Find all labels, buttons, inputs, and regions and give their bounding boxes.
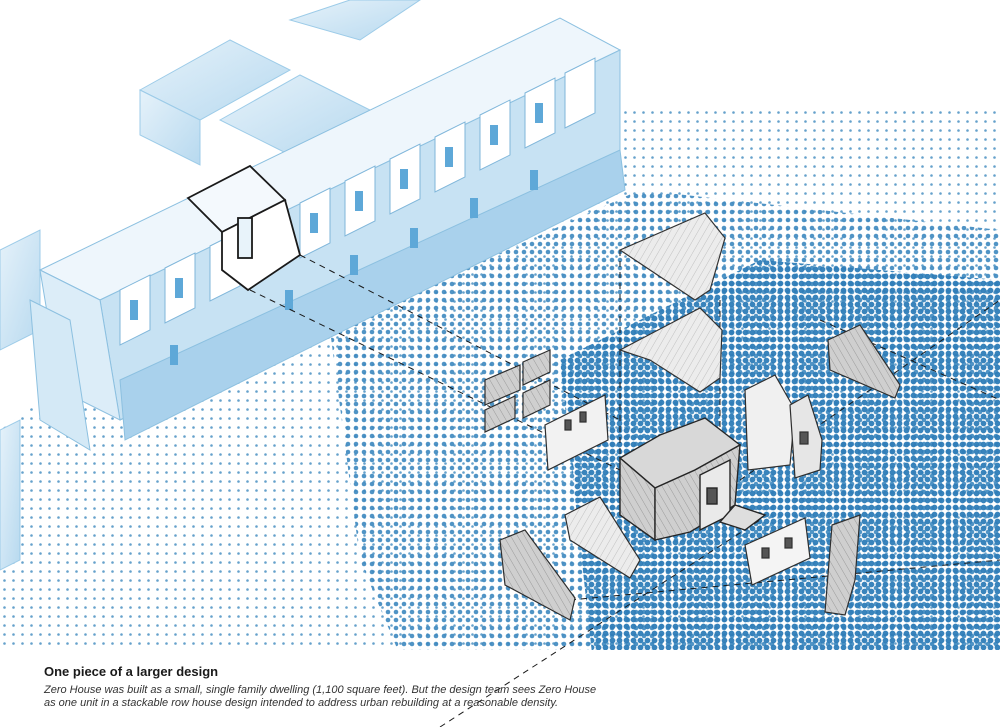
highlighted-unit-outline (186, 164, 302, 292)
window-panel-2 (522, 349, 551, 386)
exploded-wall-panels (484, 324, 901, 621)
gable-panel (827, 324, 901, 399)
end-wall-panel (564, 496, 641, 579)
row-house-windows (130, 103, 543, 365)
window-panel-4 (522, 379, 551, 419)
front-wall-panel (544, 394, 609, 471)
caption-title: One piece of a larger design (44, 664, 219, 679)
roof-panel-lower (618, 307, 723, 393)
exploded-roof-panels (618, 212, 726, 393)
caption-body: Zero House was built as a small, single … (44, 684, 597, 709)
stair-panel (824, 514, 861, 616)
house-deck (718, 504, 767, 531)
window-panel-3 (484, 395, 516, 433)
lower-front-panel (744, 517, 811, 586)
zero-house-model (618, 417, 767, 542)
caption-block: One piece of a larger design Zero House … (44, 664, 604, 710)
roof-panel-upper (618, 212, 726, 301)
window-panel-1 (484, 364, 521, 406)
base-panel-left (499, 529, 576, 621)
background-buildings (0, 0, 421, 571)
